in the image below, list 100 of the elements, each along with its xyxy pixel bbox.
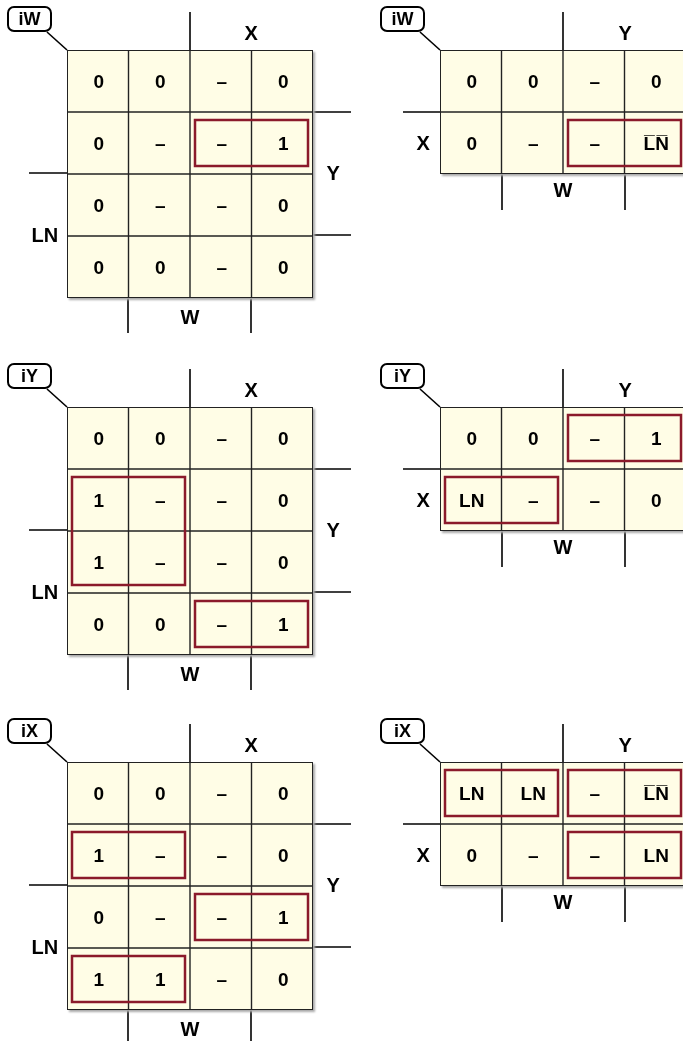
cell-value: 0: [277, 195, 289, 217]
variable-label: W: [553, 891, 573, 913]
cell-value: LN: [520, 783, 546, 805]
cell-value: 0: [154, 614, 166, 636]
variable-label: LN: [31, 581, 59, 603]
leader-line: [46, 743, 68, 763]
map-name-tag: iY: [380, 363, 425, 389]
cell-value: 1: [650, 428, 662, 450]
cell-value: 0: [277, 428, 289, 450]
cell-value: 0: [93, 257, 105, 279]
cell-value: –: [589, 845, 601, 867]
karnaugh-map: [67, 762, 313, 1010]
cell-value: 0: [277, 257, 289, 279]
variable-label: W: [553, 536, 573, 558]
cell-value: 0: [527, 71, 539, 93]
cell-value: –: [589, 783, 601, 805]
karnaugh-map: [440, 407, 683, 531]
cell-value: 0: [527, 428, 539, 450]
cell-value: 0: [154, 257, 166, 279]
cell-value: –: [154, 133, 166, 155]
variable-label: Y: [326, 874, 340, 896]
cell-value: 0: [154, 783, 166, 805]
cell-value: 1: [93, 845, 105, 867]
cell-value: 0: [466, 845, 478, 867]
cell-value: 1: [277, 907, 289, 929]
cell-value: 1: [277, 133, 289, 155]
cell-value: –: [527, 133, 539, 155]
cell-value: –: [589, 71, 601, 93]
cell-value: 0: [277, 552, 289, 574]
cell-value: 0: [650, 71, 662, 93]
cell-value: 0: [466, 428, 478, 450]
cell-value: –: [216, 552, 228, 574]
variable-label: Y: [618, 734, 632, 756]
cell-value: –: [589, 428, 601, 450]
variable-label: W: [180, 663, 200, 685]
cell-value: –: [216, 428, 228, 450]
leader-line: [46, 388, 68, 408]
cell-value: –: [216, 969, 228, 991]
cell-value: 0: [277, 969, 289, 991]
cell-value: 0: [277, 71, 289, 93]
karnaugh-map: [67, 50, 313, 298]
cell-value: 1: [277, 614, 289, 636]
cell-value: 0: [93, 195, 105, 217]
cell-value: 1: [154, 969, 166, 991]
karnaugh-map: [440, 762, 683, 886]
cell-value: 0: [93, 71, 105, 93]
map-name-tag: iW: [7, 6, 52, 32]
leader-line: [419, 31, 441, 51]
cell-value: 0: [93, 783, 105, 805]
cell-value: LN: [459, 490, 485, 512]
cell-value: 0: [93, 907, 105, 929]
cell-value: –: [527, 845, 539, 867]
cell-value: 0: [93, 428, 105, 450]
cell-value: –: [216, 133, 228, 155]
variable-label: LN: [31, 936, 59, 958]
cell-value: 0: [154, 428, 166, 450]
variable-label: Y: [618, 22, 632, 44]
leader-line: [419, 388, 441, 408]
cell-value: –: [154, 552, 166, 574]
cell-value: –: [154, 195, 166, 217]
cell-value: LN: [643, 845, 669, 867]
variable-label: W: [180, 1018, 200, 1040]
variable-label: Y: [326, 162, 340, 184]
karnaugh-map: [440, 50, 683, 174]
variable-label: X: [416, 132, 430, 154]
variable-label: Y: [326, 519, 340, 541]
variable-label: X: [244, 22, 258, 44]
cell-value: –: [216, 614, 228, 636]
cell-value: L̅N̅: [643, 133, 669, 155]
map-name-tag: iW: [380, 6, 425, 32]
cell-value: LN: [459, 783, 485, 805]
cell-value: –: [589, 133, 601, 155]
cell-value: 1: [93, 969, 105, 991]
cell-value: 0: [93, 133, 105, 155]
variable-label: W: [553, 179, 573, 201]
cell-value: 0: [277, 783, 289, 805]
variable-label: LN: [31, 224, 59, 246]
variable-label: X: [416, 489, 430, 511]
cell-value: –: [154, 907, 166, 929]
karnaugh-map: [67, 407, 313, 655]
cell-value: L̅N̅: [643, 783, 669, 805]
variable-label: X: [244, 734, 258, 756]
cell-value: 0: [277, 845, 289, 867]
cell-value: –: [216, 845, 228, 867]
cell-value: –: [216, 71, 228, 93]
variable-label: W: [180, 306, 200, 328]
variable-label: X: [244, 379, 258, 401]
cell-value: –: [154, 490, 166, 512]
cell-value: 0: [466, 71, 478, 93]
map-name-tag: iX: [380, 718, 425, 744]
cell-value: –: [216, 907, 228, 929]
cell-value: –: [154, 845, 166, 867]
cell-value: 0: [154, 71, 166, 93]
cell-value: –: [527, 490, 539, 512]
cell-value: –: [216, 490, 228, 512]
leader-line: [46, 31, 68, 51]
cell-value: 1: [93, 490, 105, 512]
map-name-tag: iY: [7, 363, 52, 389]
cell-value: –: [589, 490, 601, 512]
variable-label: X: [416, 844, 430, 866]
